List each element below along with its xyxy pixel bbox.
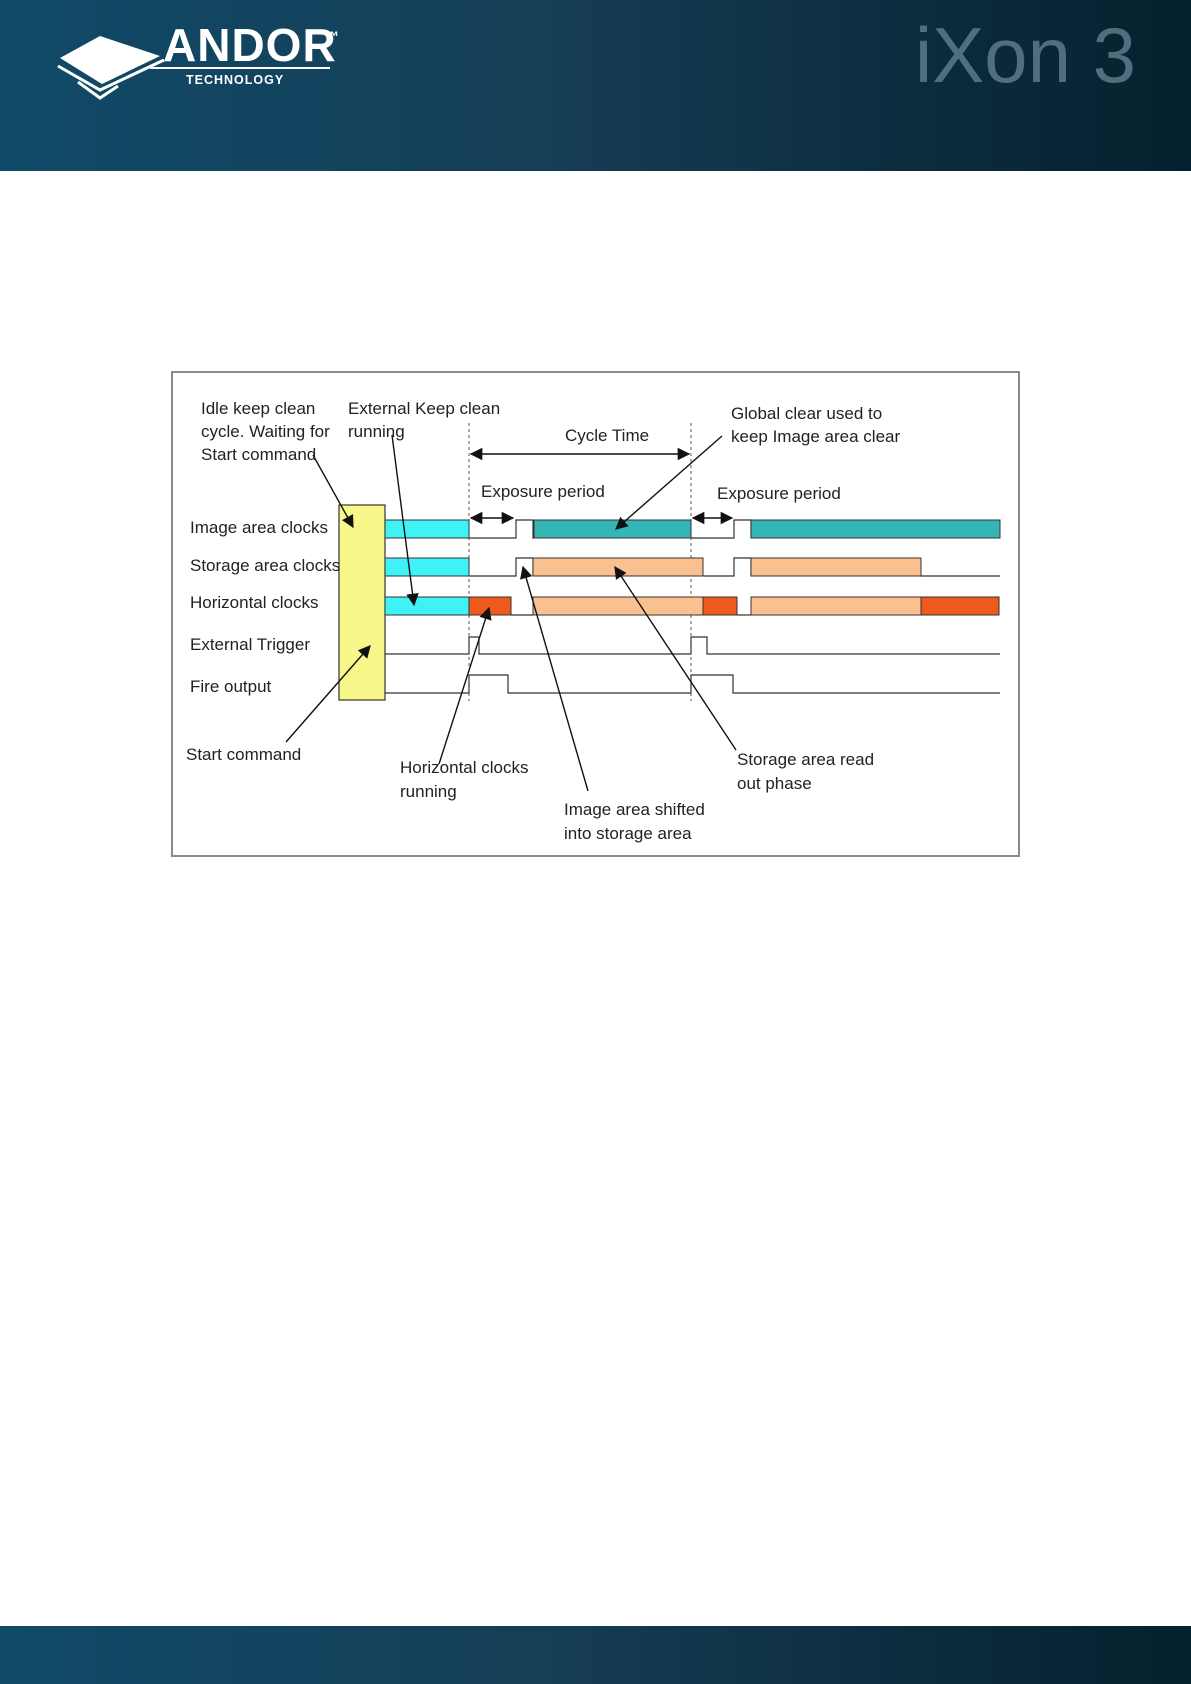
row-label-image: Image area clocks xyxy=(190,518,328,537)
external-keep-note-line-2: running xyxy=(348,422,405,441)
image-shift-note-line-2: into storage area xyxy=(564,824,692,843)
andor-logo-icon xyxy=(57,36,165,100)
brand-divider xyxy=(150,67,330,69)
horizontal-running-note-line-1: Horizontal clocks xyxy=(400,758,529,777)
image-keep-clean-bar xyxy=(384,519,470,539)
row-label-storage: Storage area clocks xyxy=(190,556,340,575)
brand-subtitle: TECHNOLOGY xyxy=(186,73,285,87)
start-command-label: Start command xyxy=(186,745,301,764)
storage-readout-note-line-1: Storage area read xyxy=(737,750,874,769)
row-label-fire: Fire output xyxy=(190,677,272,696)
brand-name: ANDOR xyxy=(163,19,337,71)
horizontal-readout-bar-2 xyxy=(750,596,922,616)
fire-output-signal xyxy=(385,674,1000,694)
external-keep-clean-arrow xyxy=(391,434,419,607)
start-command-arrow xyxy=(285,645,371,743)
idle-note-line-2: cycle. Waiting for xyxy=(201,422,330,441)
page-footer xyxy=(0,1626,1191,1684)
external-trigger-signal xyxy=(385,636,1000,655)
idle-note-line-3: Start command xyxy=(201,445,316,464)
row-label-horizontal: Horizontal clocks xyxy=(190,593,319,612)
horizontal-readout-bar-1 xyxy=(532,596,704,616)
image-global-clear-bar-2 xyxy=(750,519,1001,539)
global-clear-arrow xyxy=(615,435,723,530)
image-global-clear-bar-1 xyxy=(533,519,692,539)
horizontal-running-note-line-2: running xyxy=(400,782,457,801)
image-shift-arrow xyxy=(520,565,589,792)
global-clear-note-line-2: keep Image area clear xyxy=(731,427,900,446)
exposure-label-2: Exposure period xyxy=(717,484,841,503)
start-command-block xyxy=(338,504,386,701)
idle-callout-arrow xyxy=(312,454,354,529)
cycle-time-label: Cycle Time xyxy=(565,426,649,445)
external-keep-note-line-1: External Keep clean xyxy=(348,399,500,418)
storage-readout-bar-1 xyxy=(532,557,704,577)
horizontal-running-arrow xyxy=(438,606,492,765)
horizontal-running-bar-2 xyxy=(702,596,738,616)
product-name: iXon 3 xyxy=(914,11,1136,99)
idle-note-line-1: Idle keep clean xyxy=(201,399,315,418)
horizontal-keep-clean-bar xyxy=(384,596,470,616)
page-header: ANDOR ™ TECHNOLOGY iXon 3 xyxy=(0,0,1191,171)
storage-readout-bar-2 xyxy=(750,557,922,577)
exposure-label-1: Exposure period xyxy=(481,482,605,501)
storage-keep-clean-bar xyxy=(384,557,470,577)
timing-diagram: Image area clocks Storage area clocks Ho… xyxy=(171,371,1020,857)
trademark-mark: ™ xyxy=(325,28,339,44)
image-idle-line xyxy=(469,519,534,539)
storage-readout-note-line-2: out phase xyxy=(737,774,812,793)
global-clear-note-line-1: Global clear used to xyxy=(731,404,882,423)
horizontal-running-bar-1 xyxy=(468,596,512,616)
row-label-trigger: External Trigger xyxy=(190,635,310,654)
horizontal-running-bar-3 xyxy=(920,596,1000,616)
image-shift-note-line-1: Image area shifted xyxy=(564,800,705,819)
storage-readout-arrow xyxy=(614,565,737,751)
